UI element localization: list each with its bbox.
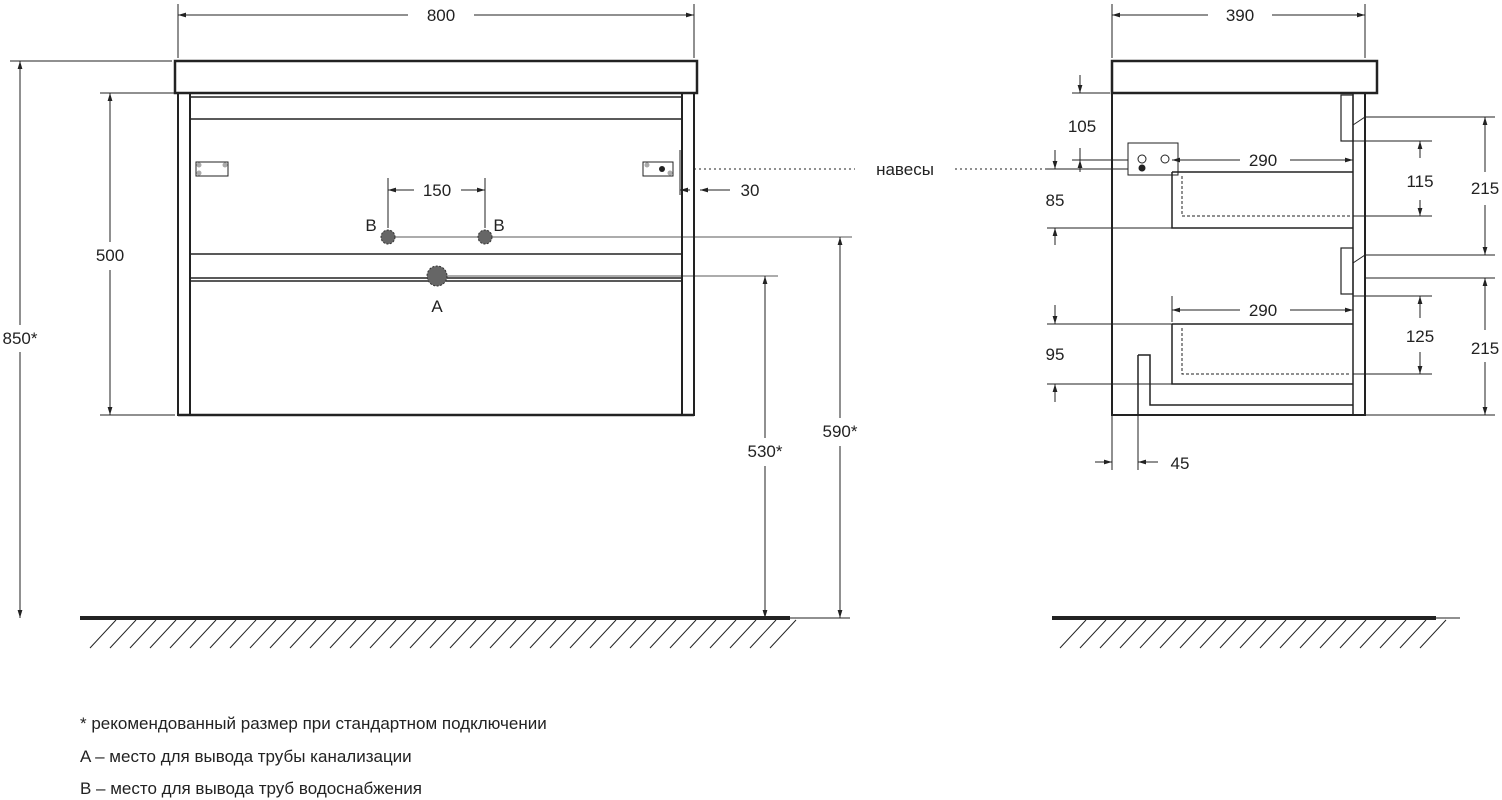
note-drain: A – место для вывода трубы канализации — [80, 747, 412, 766]
floor-hatch-line — [469, 619, 497, 649]
side-body — [1111, 92, 1366, 416]
drawer2-offset-label: 95 — [1046, 345, 1065, 364]
side-view — [1110, 59, 1379, 416]
drawer2-depth-label: 290 — [1249, 301, 1277, 320]
floor-hatch-line — [209, 619, 237, 649]
floor-hatch-line — [769, 619, 797, 649]
side-floor — [1052, 616, 1460, 649]
floor-hatch-line — [349, 619, 377, 649]
floor-hatch-line — [1279, 619, 1307, 649]
floor-hatch-line — [609, 619, 637, 649]
water-pipe-left — [380, 229, 396, 245]
floor-hatch-line — [1119, 619, 1147, 649]
floor-hatch-line — [149, 619, 177, 649]
floor-hatch-line — [129, 619, 157, 649]
floor-hatch-line — [1299, 619, 1327, 649]
side-lower-drawer — [1171, 323, 1353, 385]
floor-hatch-line — [1379, 619, 1407, 649]
floor-hatch-line — [549, 619, 577, 649]
front-cabinet-height-label: 500 — [96, 246, 124, 265]
front-view — [173, 59, 699, 417]
floor-hatch-line — [1259, 619, 1287, 649]
drawer2-inner-label: 125 — [1406, 327, 1434, 346]
floor-hatch-line — [629, 619, 657, 649]
floor-hatch-line — [529, 619, 557, 649]
floor-hatch-line — [329, 619, 357, 649]
front-left-hinge — [195, 161, 229, 177]
floor-hatch-line — [1179, 619, 1207, 649]
floor-hatch-line — [1359, 619, 1387, 649]
floor-hatch-line — [1399, 619, 1427, 649]
floor-hatch-line — [289, 619, 317, 649]
water-right-label: B — [493, 216, 504, 235]
front-pipe-spacing-label: 150 — [423, 181, 451, 200]
drawer1-offset-label: 85 — [1046, 191, 1065, 210]
floor-hatch-line — [749, 619, 777, 649]
floor-hatch-line — [309, 619, 337, 649]
floor-hatch-line — [1239, 619, 1267, 649]
side-hinge — [1127, 142, 1179, 176]
front-right-hinge — [642, 161, 674, 177]
floor-hatch-line — [509, 619, 537, 649]
drain-height-label: 530* — [748, 442, 783, 461]
floor-hatch-line — [689, 619, 717, 649]
drawer2-front-label: 215 — [1471, 339, 1499, 358]
floor-hatch-line — [1219, 619, 1247, 649]
floor-hatch-line — [109, 619, 137, 649]
front-pipe-offset-label: 30 — [741, 181, 760, 200]
note-recommended: * рекомендованный размер при стандартном… — [80, 714, 547, 733]
floor-hatch-line — [1319, 619, 1347, 649]
floor-hatch-line — [429, 619, 457, 649]
floor-hatch-line — [409, 619, 437, 649]
floor-hatch-line — [269, 619, 297, 649]
side-countertop — [1110, 59, 1379, 95]
front-right-panel — [681, 92, 695, 416]
water-height-label: 590* — [823, 422, 858, 441]
floor-hatch-line — [169, 619, 197, 649]
front-width-label: 800 — [427, 6, 455, 25]
floor-hatch-line — [709, 619, 737, 649]
floor-hatch-line — [1419, 619, 1447, 649]
floor-hatch-line — [1059, 619, 1087, 649]
floor-hatch-line — [1199, 619, 1227, 649]
side-depth-label: 390 — [1226, 6, 1254, 25]
floor-hatch-line — [489, 619, 517, 649]
floor-hatch-line — [1079, 619, 1107, 649]
front-floor — [80, 616, 850, 649]
side-plinth — [1138, 354, 1353, 406]
hinge-label: навесы — [876, 160, 934, 179]
drain-label: A — [431, 297, 443, 316]
floor-hatch-line — [1099, 619, 1127, 649]
floor-hatch-line — [189, 619, 217, 649]
floor-hatch-line — [369, 619, 397, 649]
front-top-rail — [189, 96, 683, 120]
floor-hatch-line — [649, 619, 677, 649]
hinge-top-label: 105 — [1068, 117, 1096, 136]
drain-pipe — [426, 265, 448, 287]
floor-hatch-line — [1339, 619, 1367, 649]
water-left-label: B — [365, 216, 376, 235]
drawer1-inner-label: 115 — [1406, 172, 1433, 191]
side-upper-drawer — [1171, 171, 1353, 229]
floor-hatch-line — [569, 619, 597, 649]
floor-hatch-line — [389, 619, 417, 649]
floor-hatch-line — [1159, 619, 1187, 649]
floor-hatch-line — [1139, 619, 1167, 649]
note-water: B – место для вывода труб водоснабжения — [80, 779, 422, 798]
floor-hatch-line — [249, 619, 277, 649]
drawer1-front-label: 215 — [1471, 179, 1499, 198]
floor-hatch-line — [669, 619, 697, 649]
floor-hatch-line — [449, 619, 477, 649]
plinth-label: 45 — [1171, 454, 1190, 473]
front-countertop — [173, 59, 699, 95]
front-left-panel — [177, 92, 191, 416]
floor-hatch-line — [729, 619, 757, 649]
front-total-height-label: 850* — [3, 329, 38, 348]
floor-hatch-line — [89, 619, 117, 649]
drawer1-depth-label: 290 — [1249, 151, 1277, 170]
floor-hatch-line — [589, 619, 617, 649]
water-pipe-right — [477, 229, 493, 245]
floor-hatch-line — [229, 619, 257, 649]
